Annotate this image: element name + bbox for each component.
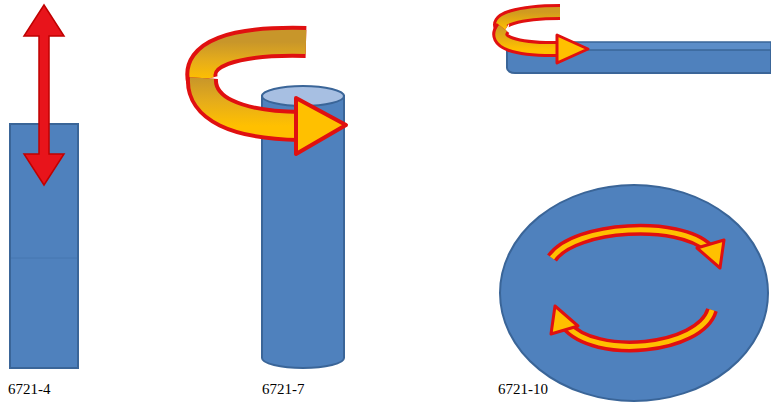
rotation-arrow-fill	[202, 78, 300, 126]
small-arrow	[500, 28, 560, 49]
rod-translation	[10, 5, 78, 368]
circular-arrow-top	[552, 230, 708, 258]
rotation-arrow-back-fill	[201, 42, 306, 80]
part-number: 6721-4	[8, 382, 51, 397]
circular-arrow-top-fill	[552, 230, 708, 258]
circular-arrow-bottom	[566, 310, 712, 346]
small-arrow-head	[557, 35, 588, 63]
part-number: 6721-10	[498, 382, 548, 397]
part-number: 6721-7	[262, 382, 305, 397]
circular-arrow-bottom-head	[551, 306, 578, 334]
rotation-arrow	[202, 78, 300, 126]
arrow-head	[296, 98, 346, 154]
circular-arrow-bottom-fill	[566, 310, 712, 346]
cylinder-rotation	[201, 42, 346, 368]
rotation-arrow-back	[201, 42, 306, 80]
disc-face	[500, 185, 768, 401]
disc-rotation	[500, 12, 771, 401]
double-arrow	[24, 5, 64, 185]
small-arrow-back	[501, 12, 560, 30]
small-arrow-back-fill	[501, 12, 560, 30]
rod-seam	[11, 258, 77, 259]
small-arrow-fill	[500, 28, 560, 49]
circular-arrow-top-head	[697, 240, 724, 268]
